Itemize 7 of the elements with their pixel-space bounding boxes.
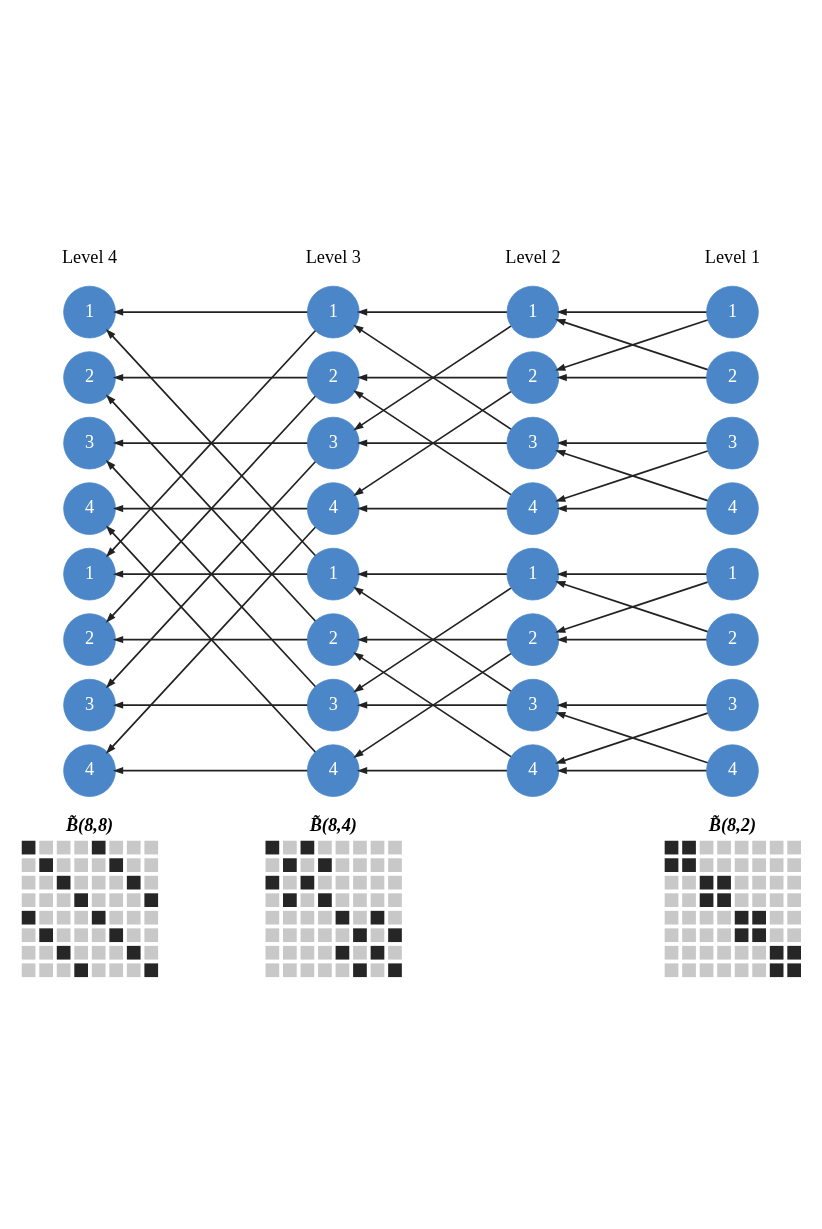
label: Level 3	[305, 247, 361, 268]
label: Level 2	[505, 247, 561, 268]
label: B̃(8,4)	[309, 814, 357, 835]
label: Level 1	[704, 247, 761, 268]
label: Level 4	[61, 247, 118, 268]
label: B̃(8,8)	[65, 814, 114, 835]
label: B̃(8,2)	[708, 814, 757, 835]
